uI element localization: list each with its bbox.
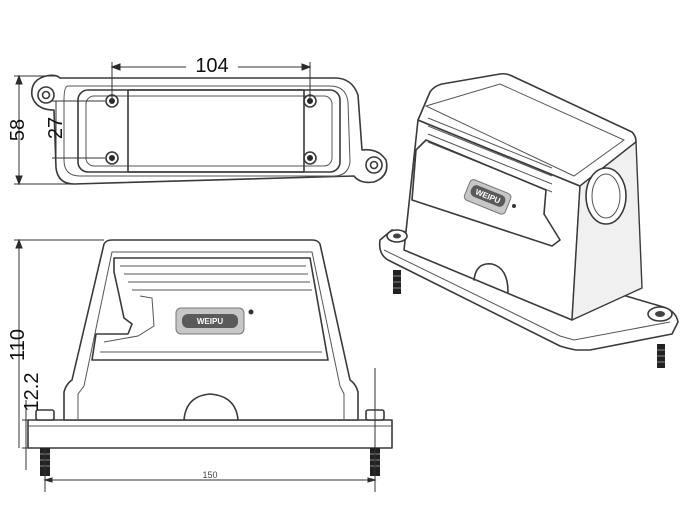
dim-27: 27 <box>45 117 67 139</box>
iso-logo-dot <box>512 204 516 208</box>
dim-150: 150 <box>202 470 217 480</box>
dim-12-2: 12.2 <box>21 373 43 412</box>
front-base-flange <box>27 419 393 449</box>
iso-screws <box>386 229 673 368</box>
iso-logo <box>470 185 506 207</box>
iso-view: WEIPU <box>378 72 679 368</box>
front-logo <box>182 314 238 328</box>
front-cable-arch <box>183 393 239 421</box>
top-view-window <box>127 89 305 173</box>
top-view: 104 58 27 <box>7 55 388 186</box>
dim-110: 110 <box>7 329 29 361</box>
iso-body-top <box>417 72 637 187</box>
front-view: WEIPU 110 12.2 150 <box>7 238 393 492</box>
dim-104: 104 <box>195 55 228 77</box>
iso-cable-entry <box>585 167 627 225</box>
front-recess <box>91 257 329 361</box>
iso-cable-arch <box>473 263 509 293</box>
front-logo-dot <box>248 309 254 315</box>
top-screws <box>105 94 317 165</box>
front-logo-text: WEIPU <box>197 317 223 326</box>
mount-hole-right <box>365 156 383 174</box>
top-view-outline <box>30 74 388 185</box>
dim-58: 58 <box>7 119 29 141</box>
mount-hole-left <box>37 86 55 104</box>
